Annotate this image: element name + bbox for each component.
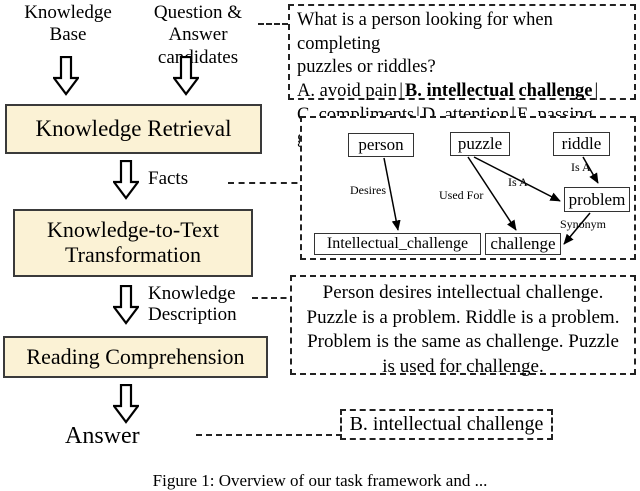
figure-caption: Figure 1: Overview of our task framework… [152, 471, 488, 490]
option-separator: | [594, 81, 599, 102]
option-b[interactable]: B. intellectual challenge [404, 81, 593, 102]
option-separator: | [511, 104, 515, 125]
stage-reading-comprehension[interactable]: Reading Comprehension [3, 336, 268, 378]
edge-label-knowledge-line-1: Knowledge [148, 283, 236, 304]
input-label-knowledge-base: Knowledge Base [13, 2, 123, 47]
option-separator: | [399, 81, 403, 102]
answer-text: B. intellectual challenge [349, 413, 544, 435]
kg-node-puzzle-label: puzzle [457, 134, 503, 153]
option-separator: | [416, 104, 420, 125]
description-line-2: Puzzle is a problem. Riddle is a problem… [306, 306, 620, 328]
kg-node-problem[interactable]: problem [564, 187, 630, 212]
description-line-4: is used for challenge. [382, 355, 544, 377]
question-candidates-line-2: Answer candidates [157, 24, 239, 68]
question-stem-line-2: puzzles or riddles? [297, 57, 436, 78]
output-label-answer: Answer [65, 423, 140, 449]
kg-node-challenge-label: challenge [490, 234, 556, 253]
stage-knowledge-retrieval[interactable]: Knowledge Retrieval [5, 104, 262, 154]
description-line-3: Problem is the same as challenge. Puzzle [307, 331, 619, 352]
kg-node-challenge[interactable]: challenge [485, 233, 561, 255]
kg-relation-is-a-puzzle: Is A [508, 175, 528, 189]
connector-facts-to-graph [228, 182, 308, 184]
down-arrow-icon [113, 384, 139, 424]
connector-question-to-panel [258, 23, 288, 25]
input-label-question-candidates: Question & Answer candidates [128, 2, 268, 69]
knowledge-base-line-2: Base [49, 24, 87, 46]
question-panel: What is a person looking for when comple… [288, 4, 636, 148]
stage-knowledge-to-text[interactable]: Knowledge-to-Text Transformation [13, 209, 253, 277]
kg-node-problem-label: problem [568, 189, 626, 209]
question-options-row-1: A. avoid pain|B. intellectual challenge| [297, 80, 628, 104]
edge-label-knowledge-line-2: Description [148, 304, 237, 326]
knowledge-graph-edges [383, 156, 599, 245]
kg-node-person[interactable]: person [348, 133, 414, 157]
stage-knowledge-to-text-line-2: Transformation [64, 242, 202, 267]
description-line-1: Person desires intellectual challenge. [322, 282, 604, 303]
knowledge-description-panel: Person desires intellectual challenge. P… [290, 275, 636, 377]
down-arrow-icon [173, 56, 199, 96]
question-candidates-line-1: Question & [153, 2, 243, 23]
question-stem-line-1: What is a person looking for when comple… [297, 10, 553, 54]
down-arrow-icon [113, 285, 139, 325]
kg-node-puzzle[interactable]: puzzle [450, 132, 510, 156]
stage-reading-comprehension-label: Reading Comprehension [26, 343, 245, 369]
kg-node-riddle-label: riddle [561, 134, 602, 153]
option-a[interactable]: A. avoid pain [297, 81, 398, 102]
kg-node-person-label: person [358, 135, 404, 154]
edge-label-facts: Facts [148, 168, 189, 189]
kg-relation-synonym: Synonym [560, 217, 607, 231]
connector-answer-to-panel [196, 434, 342, 436]
answer-panel: B. intellectual challenge [340, 409, 553, 440]
connector-knowledge-to-description [252, 297, 296, 299]
kg-node-riddle[interactable]: riddle [553, 132, 610, 156]
kg-relation-used-for: Used For [439, 188, 484, 202]
kg-node-intellectual-challenge[interactable]: Intellectual_challenge [314, 233, 481, 255]
down-arrow-icon [113, 160, 139, 200]
knowledge-base-line-1: Knowledge [24, 2, 112, 23]
knowledge-graph-panel: person puzzle riddle problem Intellectua… [300, 116, 636, 260]
stage-knowledge-to-text-line-1: Knowledge-to-Text [47, 217, 219, 243]
kg-relation-is-a-riddle: Is A [571, 160, 591, 174]
kg-node-intellectual-challenge-label: Intellectual_challenge [326, 235, 469, 252]
edge-label-knowledge-description: Knowledge Description [148, 283, 237, 326]
stage-knowledge-retrieval-label: Knowledge Retrieval [35, 116, 232, 142]
down-arrow-icon [53, 56, 79, 96]
kg-relation-desires: Desires [350, 183, 386, 197]
